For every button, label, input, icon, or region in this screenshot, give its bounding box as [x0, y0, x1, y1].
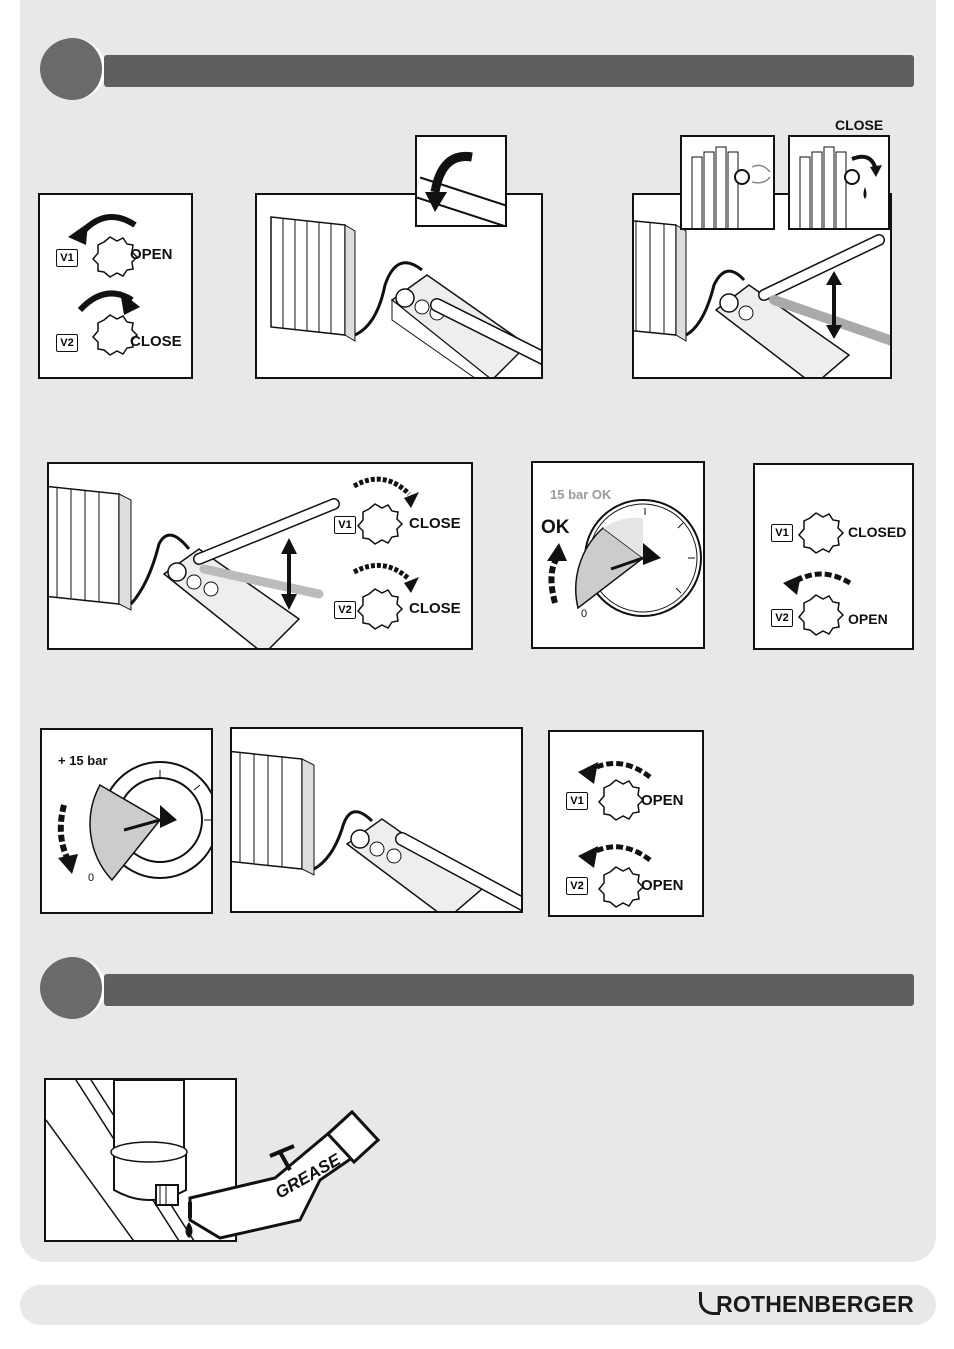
gauge-zero-label: 0: [581, 608, 587, 620]
section-number-badge: [40, 38, 106, 100]
radiator-pump-illustration: [232, 729, 523, 913]
gauge-caption: + 15 bar: [58, 753, 108, 768]
gauge-ok-label: OK: [541, 517, 570, 539]
footer-bar: ROTHENBERGER: [20, 1285, 936, 1325]
valve-tag-v2: V2: [771, 609, 793, 627]
valve-v1-state: OPEN: [130, 246, 173, 263]
section-title-bar: [104, 55, 914, 87]
vent-valve-icon: [790, 137, 890, 230]
step-gauge-plus: + 15 bar 0: [40, 728, 213, 914]
brand-name: ROTHENBERGER: [716, 1291, 914, 1317]
section-header-maintenance: [40, 957, 914, 1009]
step-detail-lever: [415, 135, 507, 227]
valve-tag-v2: V2: [56, 334, 78, 352]
brand-logo: ROTHENBERGER: [699, 1291, 914, 1318]
gauge-caption: 15 bar OK: [550, 487, 611, 502]
valve-tag-v1: V1: [566, 792, 588, 810]
valve-tag-v1: V1: [56, 249, 78, 267]
valve-v2-state: OPEN: [848, 611, 888, 627]
section-title-bar: [104, 974, 914, 1006]
step-gauge-ok: 15 bar OK OK 0: [531, 461, 705, 649]
test-pump-icon: [392, 275, 543, 379]
section-number-badge: [40, 957, 106, 1019]
lever-rotate-icon: [417, 137, 507, 227]
valve-tag-v1: V1: [771, 524, 793, 542]
step-valves-open-open: V1 OPEN V2 OPEN: [548, 730, 704, 917]
step-pump-valves-close: V1 CLOSE V2 CLOSE: [47, 462, 473, 650]
step-detail-vent-close: [788, 135, 890, 230]
valve-tag-v1: V1: [334, 516, 356, 534]
radiator-icon: [271, 217, 355, 341]
valve-v1-state: CLOSED: [848, 524, 906, 540]
valve-v1-state: OPEN: [641, 792, 684, 809]
step-pump-release: [230, 727, 523, 913]
section-header-operation: [40, 38, 914, 90]
valve-v1-state: CLOSE: [409, 515, 461, 532]
valve-v2-state: OPEN: [641, 877, 684, 894]
vent-close-label: CLOSE: [835, 117, 883, 133]
step-valves-open-close: V1 OPEN V2 CLOSE: [38, 193, 193, 379]
radiator-pump-illustration: [49, 464, 473, 650]
vent-valve-icon: [682, 137, 775, 230]
step-detail-vent-open: [680, 135, 775, 230]
valve-tag-v2: V2: [334, 601, 356, 619]
valve-v2-state: CLOSE: [130, 333, 182, 350]
grease-gun-icon: [180, 1110, 380, 1240]
gauge-zero-label: 0: [88, 872, 94, 884]
valve-v2-state: CLOSE: [409, 600, 461, 617]
valve-tag-v2: V2: [566, 877, 588, 895]
step-valves-closed-open: V1 CLOSED V2 OPEN: [753, 463, 914, 650]
